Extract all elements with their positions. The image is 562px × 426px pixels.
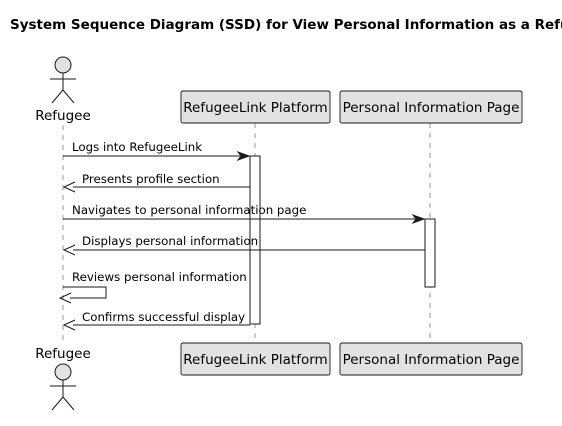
- arrowhead-open: [62, 181, 76, 193]
- participant-label: RefugeeLink Platform: [183, 352, 327, 368]
- actor-leg-left: [51, 89, 64, 104]
- participant-box: [180, 342, 331, 376]
- actor-refugee-bottom: Refugee: [35, 346, 91, 411]
- participant-page-top: Personal Information Page: [339, 90, 523, 124]
- participant-box: [339, 90, 523, 124]
- actor-leg-left: [51, 396, 64, 411]
- message-6: Confirms successful display: [62, 310, 250, 331]
- actor-leg-right: [62, 396, 75, 411]
- arrowhead-open: [62, 244, 76, 256]
- activation-page: [424, 218, 436, 288]
- arrowhead: [236, 150, 251, 162]
- message-3: Navigates to personal information page: [63, 203, 426, 225]
- actor-label-bottom: Refugee: [35, 346, 91, 362]
- message-4: Displays personal information: [62, 234, 425, 256]
- participant-page-bottom: Personal Information Page: [339, 342, 523, 376]
- message-5: Reviews personal information: [58, 270, 247, 304]
- actor-refugee-top: Refugee: [35, 56, 91, 124]
- message-label: Navigates to personal information page: [72, 203, 306, 217]
- participant-box: [339, 342, 523, 376]
- message-label: Confirms successful display: [82, 310, 245, 324]
- participant-platform-top: RefugeeLink Platform: [180, 90, 331, 124]
- diagram-title: System Sequence Diagram (SSD) for View P…: [10, 17, 562, 33]
- message-2: Presents profile section: [62, 172, 250, 193]
- activation-platform: [249, 155, 261, 325]
- actor-leg-right: [62, 89, 75, 104]
- message-label: Reviews personal information: [72, 270, 247, 284]
- participant-label: Personal Information Page: [343, 100, 520, 116]
- participant-box: [180, 90, 331, 124]
- message-1: Logs into RefugeeLink: [63, 140, 251, 162]
- arrowhead: [411, 213, 426, 225]
- message-label: Logs into RefugeeLink: [72, 140, 202, 154]
- actor-label-top: Refugee: [35, 108, 91, 124]
- actor-head: [54, 363, 72, 381]
- participant-platform-bottom: RefugeeLink Platform: [180, 342, 331, 376]
- message-label: Displays personal information: [82, 234, 258, 248]
- message-line: [63, 286, 107, 299]
- participant-label: Personal Information Page: [343, 352, 520, 368]
- arrowhead-open: [62, 319, 76, 331]
- participant-label: RefugeeLink Platform: [183, 100, 327, 116]
- arrowhead-open: [58, 292, 72, 304]
- message-label: Presents profile section: [82, 172, 220, 186]
- actor-head: [54, 56, 72, 74]
